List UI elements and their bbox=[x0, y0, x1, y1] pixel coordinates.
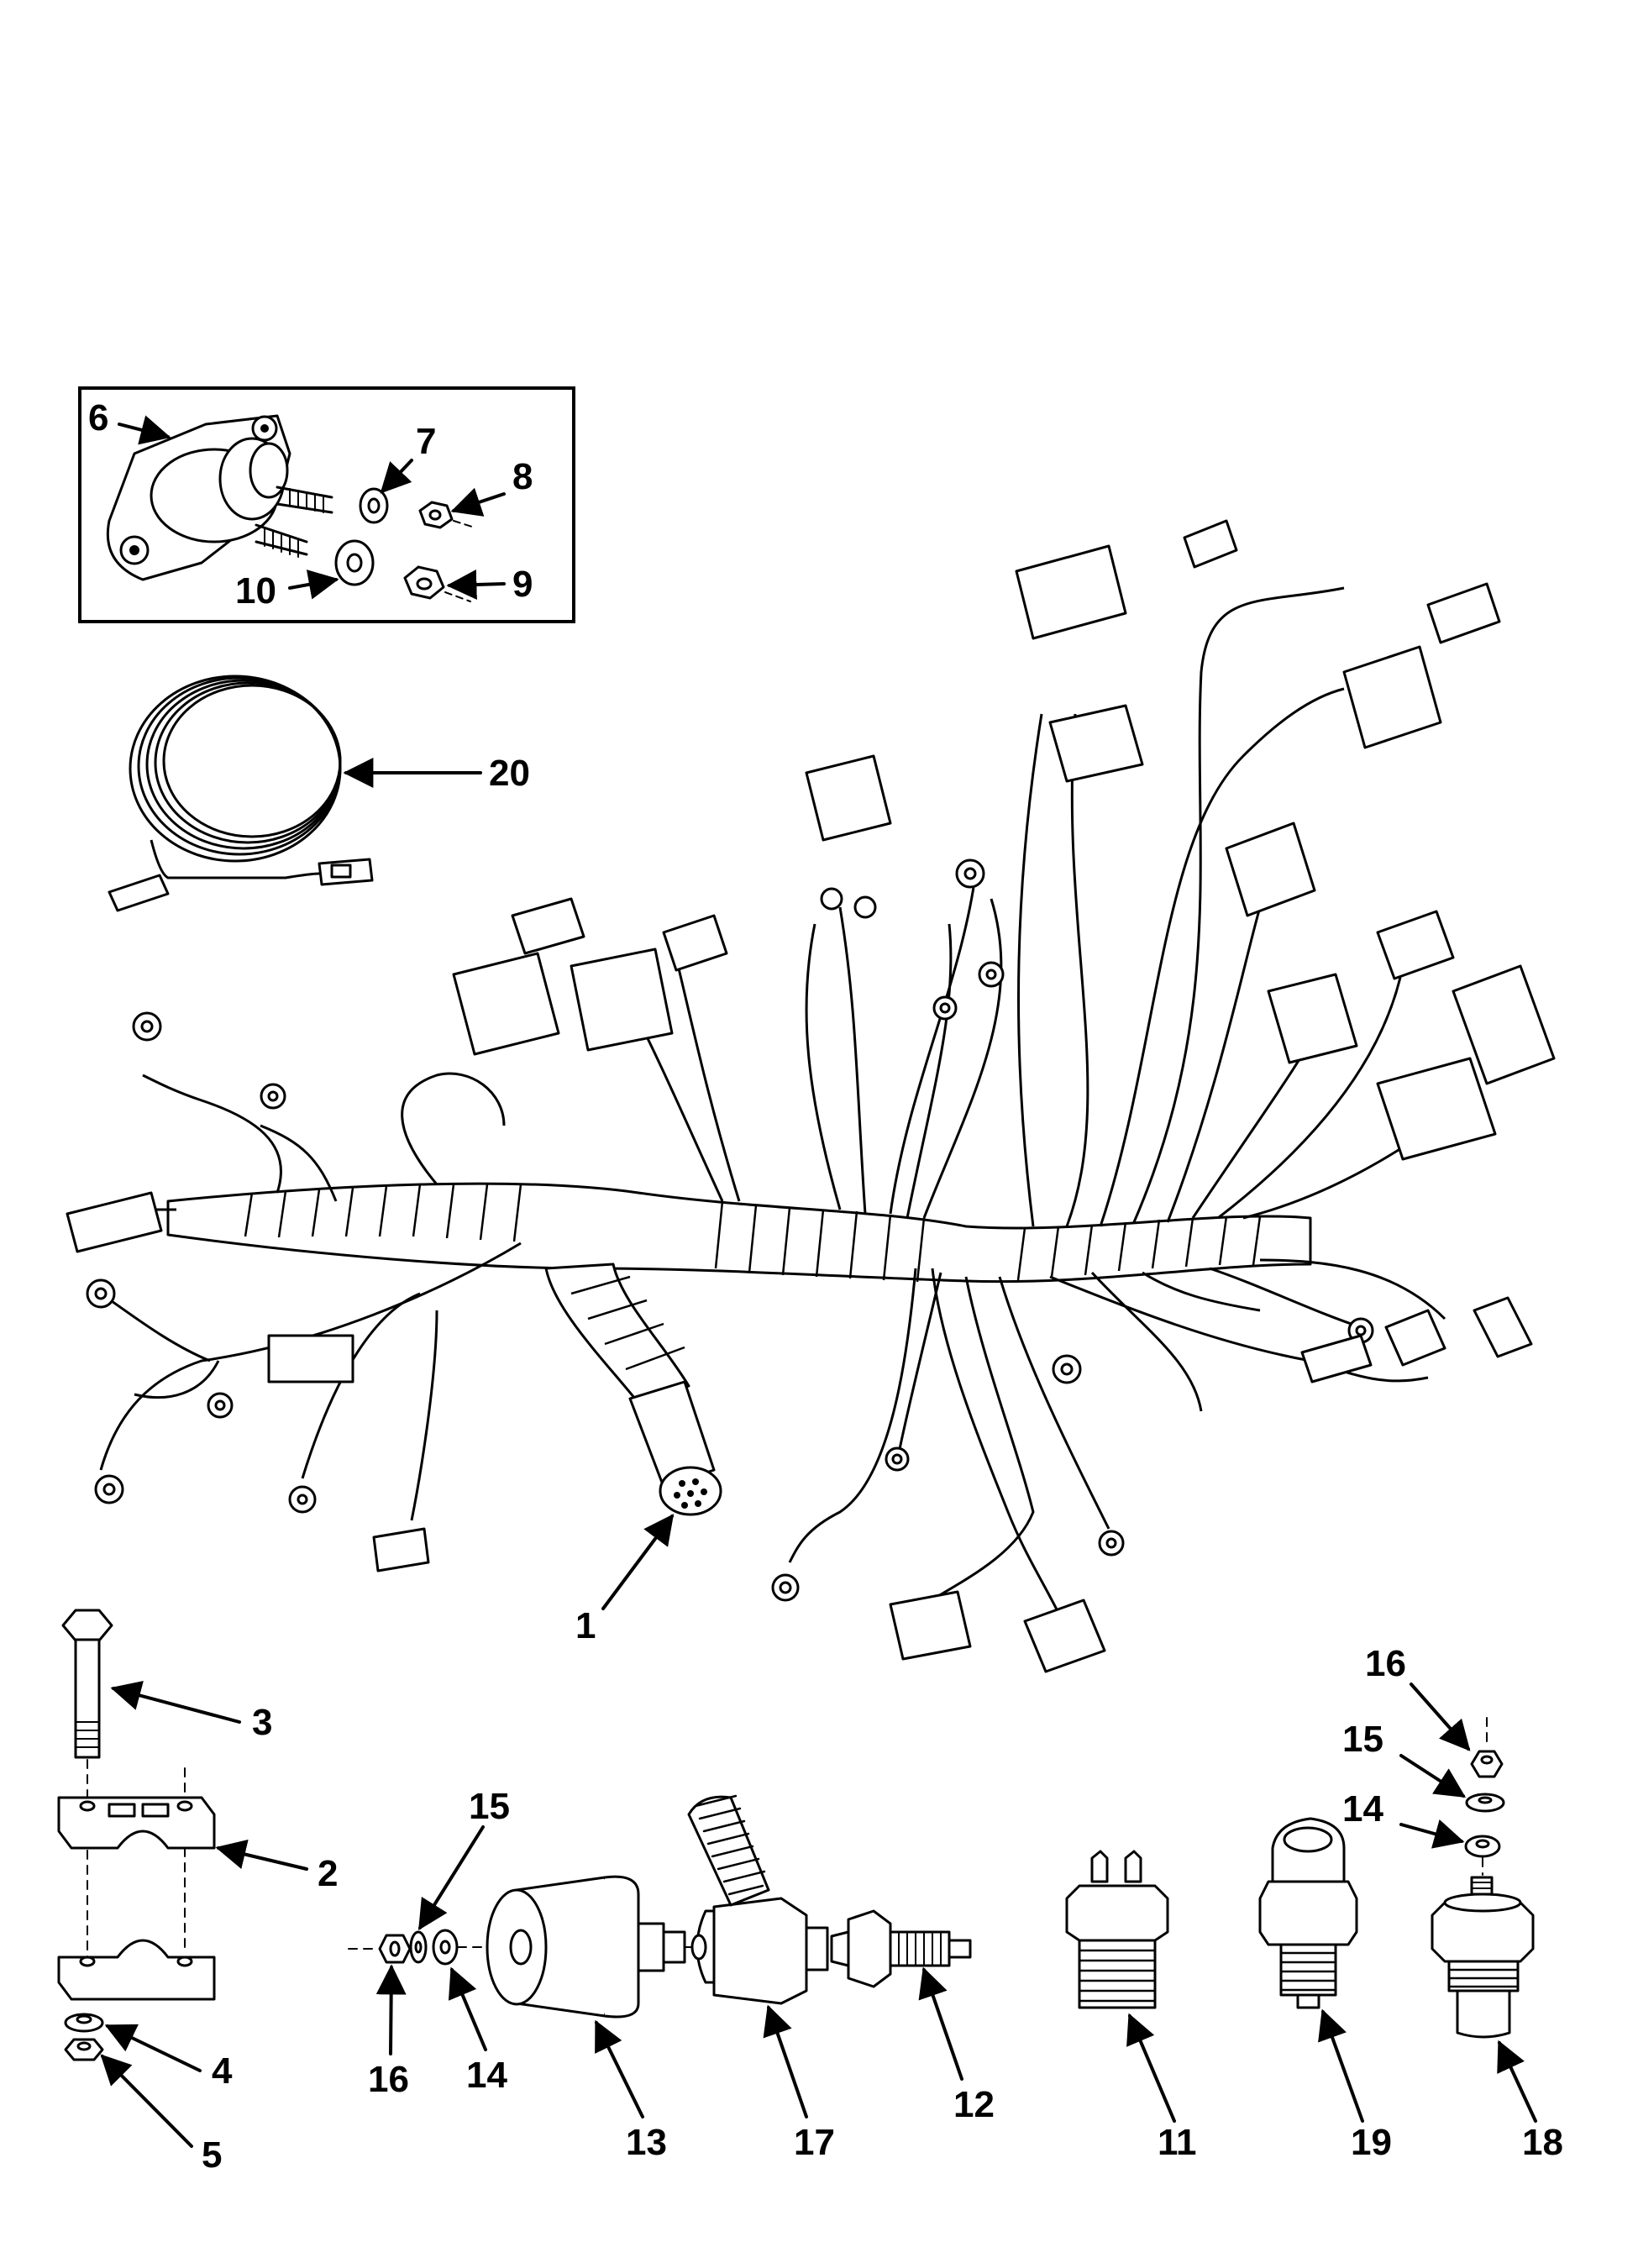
callout-14b: 14 bbox=[1342, 1788, 1383, 1830]
callout-13: 13 bbox=[626, 2122, 667, 2163]
nut-8 bbox=[418, 501, 454, 529]
callout-16a: 16 bbox=[368, 2059, 409, 2100]
solenoid-part bbox=[106, 414, 333, 581]
temperature-switch-11: 11 bbox=[1065, 1850, 1197, 2163]
nut-9 bbox=[403, 565, 445, 600]
callout-10: 10 bbox=[235, 570, 276, 612]
bolt-3 bbox=[61, 1609, 113, 1759]
main-wiring-harness-1 bbox=[66, 519, 1556, 1673]
callout-19: 19 bbox=[1351, 2122, 1392, 2163]
washer-14b bbox=[1464, 1835, 1501, 1858]
callout-9: 9 bbox=[512, 564, 533, 605]
sensor-19: 19 bbox=[1258, 1817, 1392, 2163]
plug-connectors bbox=[66, 519, 1556, 1673]
washer-14 bbox=[432, 1929, 459, 1966]
washer-15b bbox=[1465, 1793, 1505, 1813]
pressure-sender-13 bbox=[486, 1875, 686, 2019]
clamp-lower bbox=[57, 1939, 216, 2001]
callout-2: 2 bbox=[318, 1853, 338, 1894]
temperature-sender-18: 16 15 14 18 bbox=[1342, 1643, 1563, 2163]
washer-7 bbox=[359, 487, 389, 524]
harness-tape-bands bbox=[244, 1184, 1262, 1371]
round-connector-pins bbox=[674, 1478, 707, 1509]
callout-1: 1 bbox=[575, 1605, 596, 1646]
pressure-sender-chain: 15 16 14 13 17 12 bbox=[348, 1786, 995, 2163]
nut-5 bbox=[64, 2038, 104, 2061]
clamp-bolt-assembly: 3 2 4 5 bbox=[57, 1609, 338, 2176]
nut-16b bbox=[1470, 1750, 1504, 1778]
washer-10 bbox=[334, 539, 375, 586]
callout-5: 5 bbox=[202, 2134, 222, 2176]
callout-6: 6 bbox=[88, 397, 108, 438]
coiled-cable-20: 20 bbox=[108, 675, 530, 912]
callout-17: 17 bbox=[794, 2122, 835, 2163]
callout-12: 12 bbox=[953, 2084, 995, 2125]
callout-11: 11 bbox=[1158, 2122, 1197, 2163]
washer-15 bbox=[409, 1930, 428, 1964]
callout-14a: 14 bbox=[466, 2055, 507, 2096]
callout-3: 3 bbox=[252, 1702, 272, 1743]
callout-18: 18 bbox=[1522, 2122, 1563, 2163]
clamp-upper-2 bbox=[57, 1796, 216, 1850]
ring-terminals bbox=[86, 858, 1374, 1602]
tee-fitting-17 bbox=[687, 1794, 829, 2005]
callout-16b: 16 bbox=[1365, 1643, 1406, 1684]
callout-7: 7 bbox=[416, 421, 436, 462]
callout-15a: 15 bbox=[469, 1786, 510, 1827]
washer-4 bbox=[64, 2013, 104, 2033]
solenoid-inset: 6 7 8 9 10 bbox=[78, 386, 575, 623]
callout-15b: 15 bbox=[1342, 1719, 1383, 1760]
callout-20: 20 bbox=[489, 753, 530, 794]
pressure-switch-12 bbox=[830, 1909, 972, 1988]
callout-4: 4 bbox=[212, 2050, 233, 2092]
nut-16 bbox=[378, 1934, 412, 1964]
callout-8: 8 bbox=[512, 456, 533, 497]
